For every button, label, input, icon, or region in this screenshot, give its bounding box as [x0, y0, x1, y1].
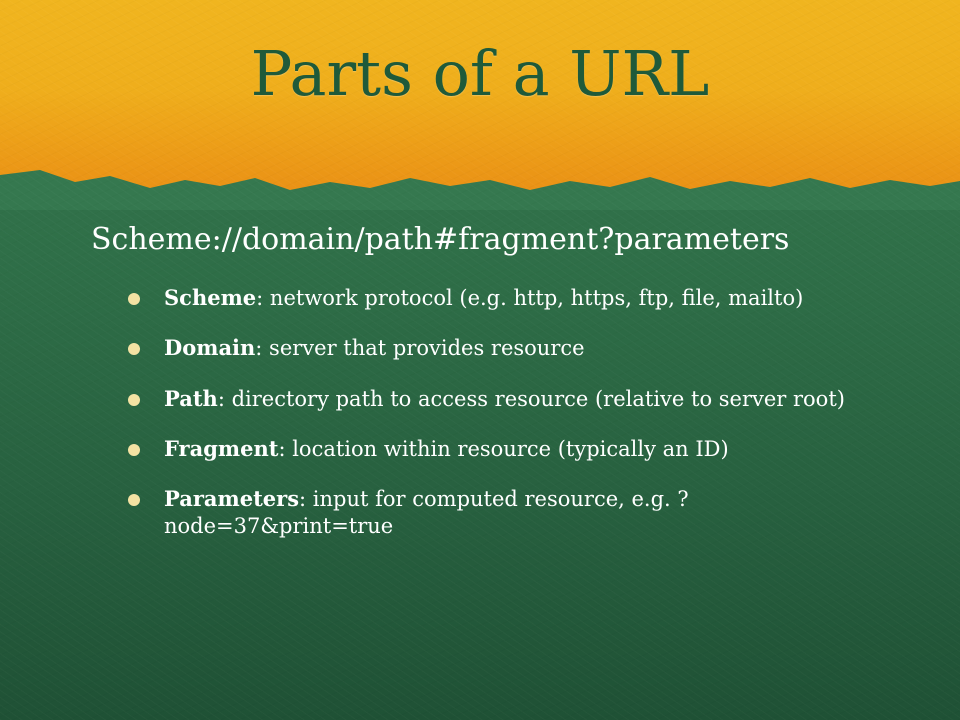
description-scheme: : network protocol (e.g. http, https, ft… — [256, 286, 804, 310]
term-fragment: Fragment — [164, 435, 279, 461]
description-path: : directory path to access resource (rel… — [217, 386, 845, 411]
bullet-parameters: Parameters: input for computed resource,… — [128, 485, 898, 541]
url-pattern: Scheme://domain/path#fragment?parameters — [91, 222, 790, 257]
bullet-dot-icon — [128, 443, 140, 456]
bullet-dot-icon — [128, 293, 140, 305]
slide-title: Parts of a URL — [250, 37, 710, 110]
bullet-path: Path: directory path to access resource … — [128, 385, 898, 413]
bullet-fragment: Fragment: location within resource (typi… — [128, 435, 898, 463]
term-path: Path — [164, 385, 218, 411]
bullet-dot-icon — [128, 343, 140, 356]
description-domain: : server that provides resource — [255, 336, 585, 361]
top-band — [0, 0, 960, 200]
term-parameters: Parameters — [164, 486, 300, 512]
term-scheme: Scheme — [164, 285, 257, 310]
url-parts-list: Scheme: network protocol (e.g. http, htt… — [128, 284, 898, 563]
description-parameters: : input for computed resource, e.g. ?nod… — [164, 487, 689, 539]
bullet-dot-icon — [128, 494, 140, 507]
bullet-scheme: Scheme: network protocol (e.g. http, htt… — [128, 284, 898, 312]
term-domain: Domain — [164, 335, 256, 361]
description-fragment: : location within resource (typically an… — [278, 436, 729, 461]
bullet-dot-icon — [128, 393, 140, 406]
bullet-domain: Domain: server that provides resource — [128, 334, 898, 362]
